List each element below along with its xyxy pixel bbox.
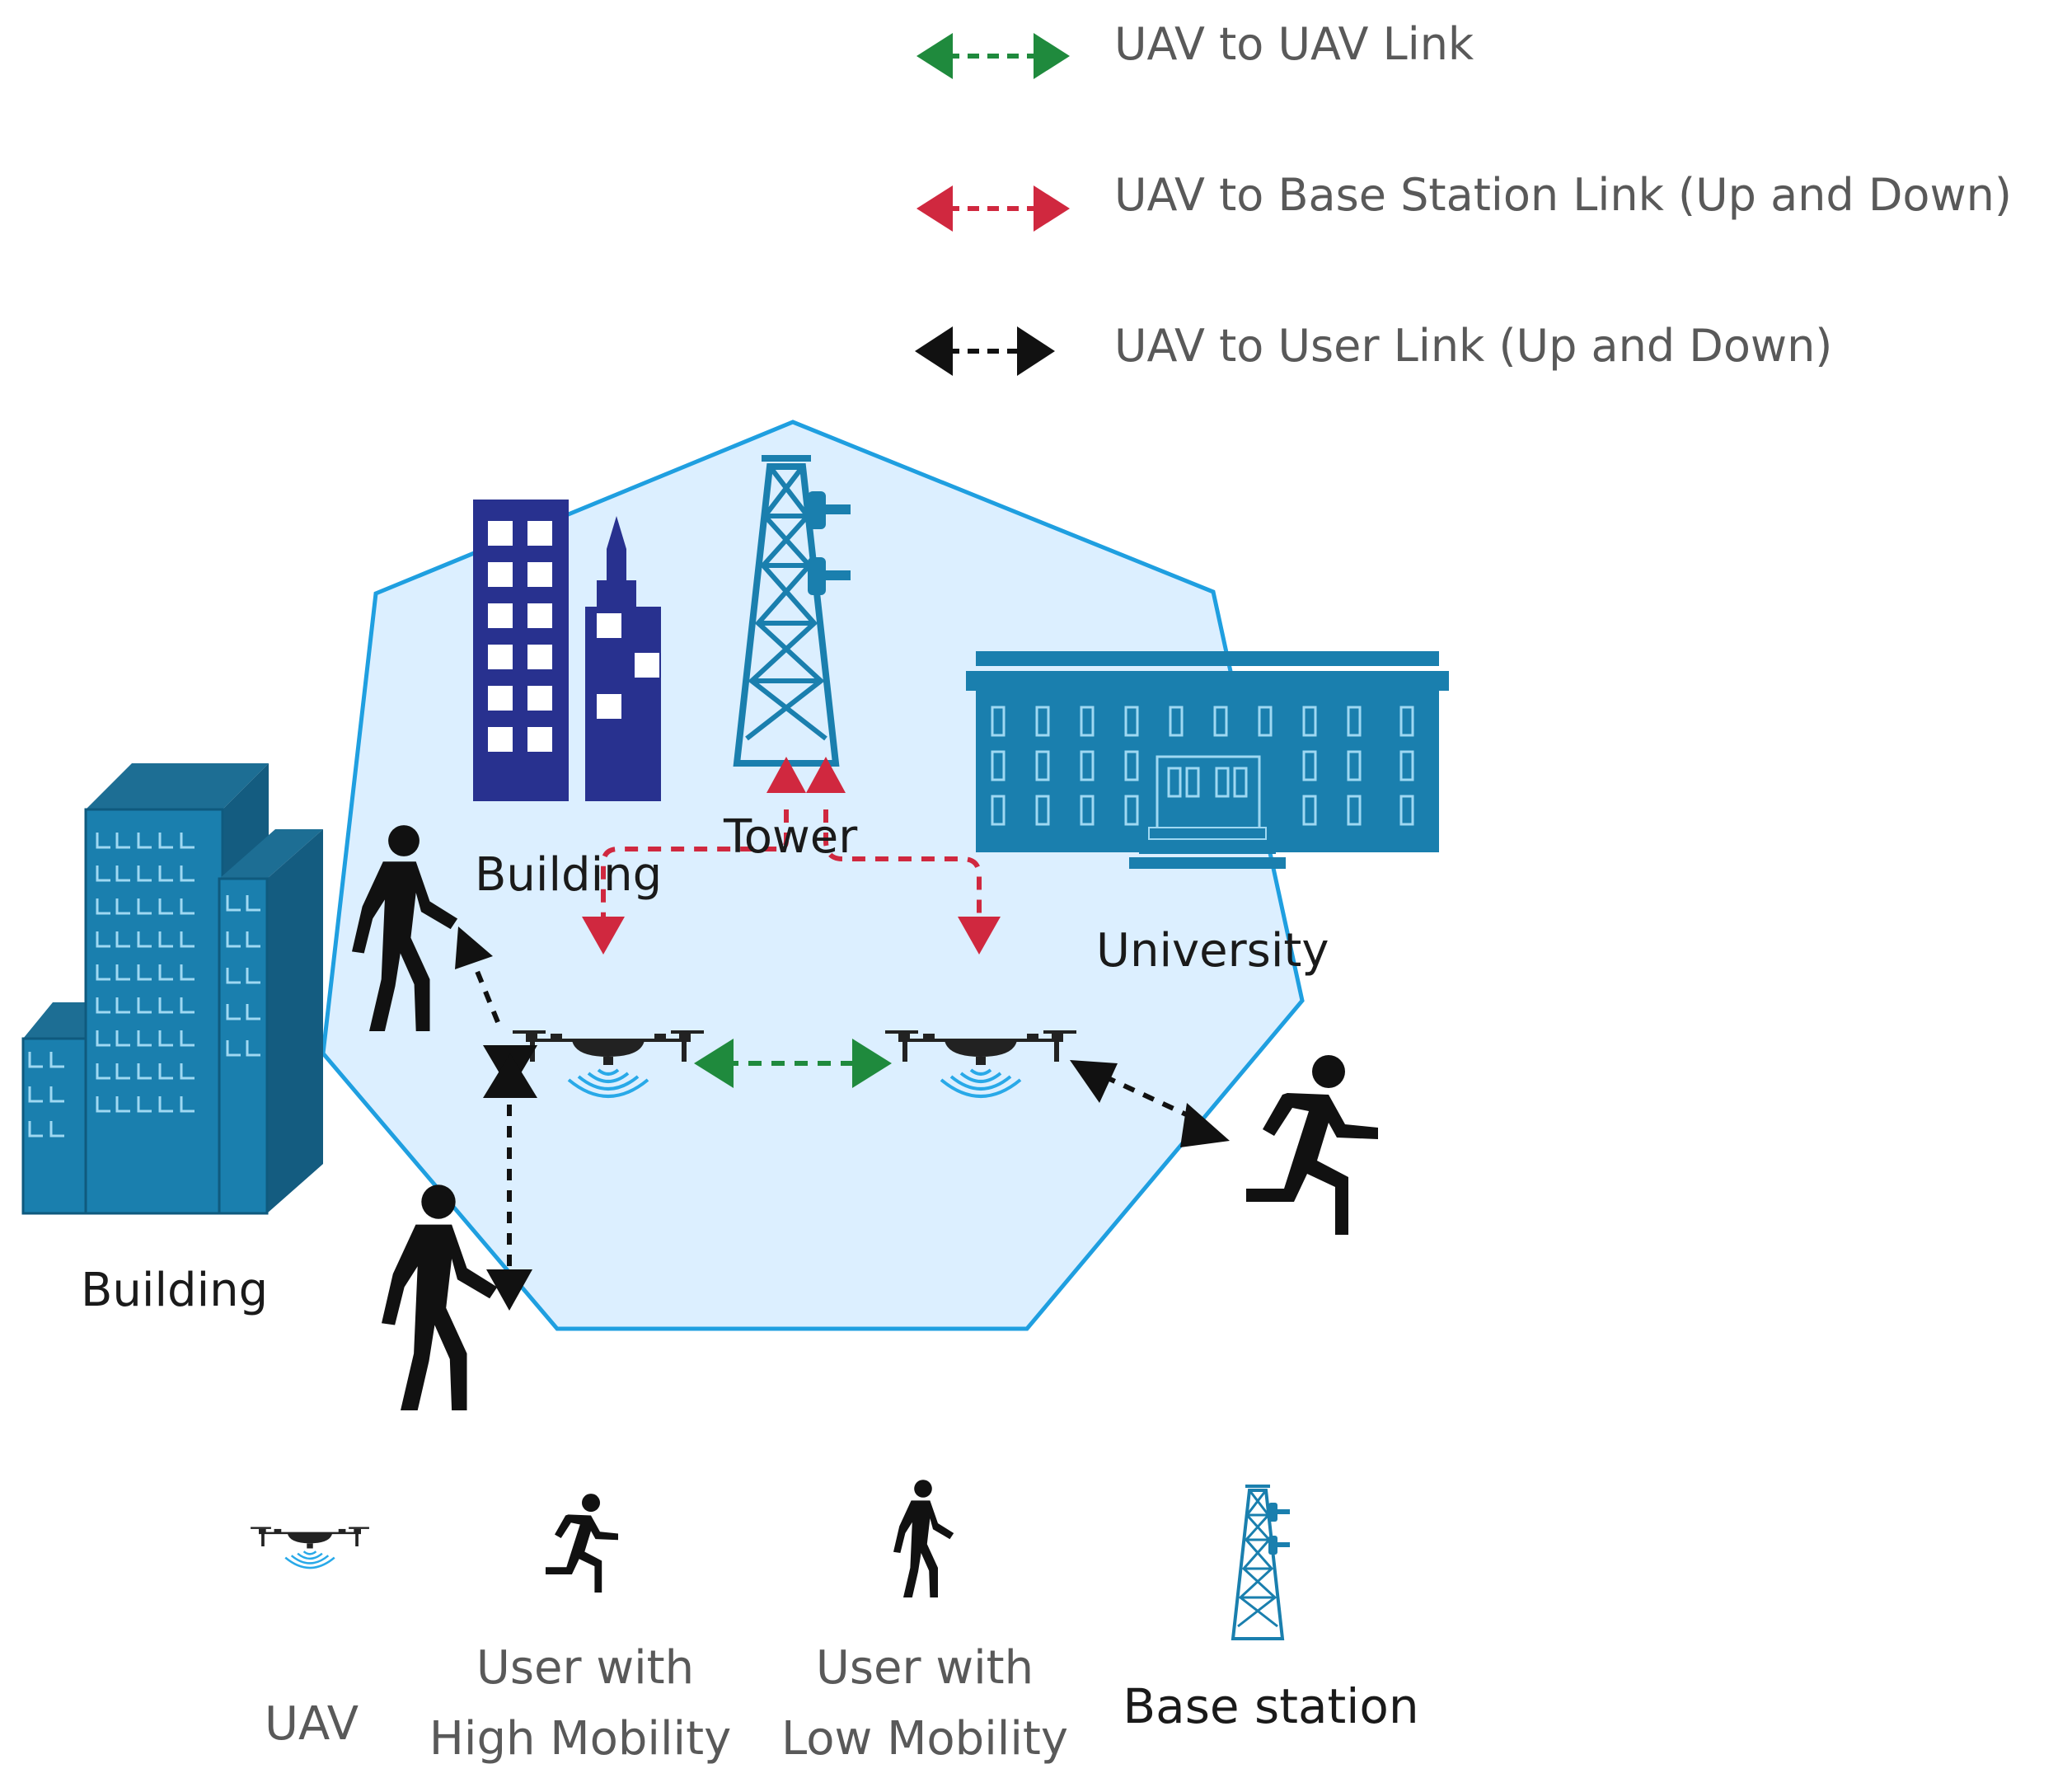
arrow-left-icon — [694, 1039, 734, 1088]
arrow-left-icon — [915, 326, 953, 376]
university-icon — [966, 651, 1449, 869]
legend-low-mobility-user: User with Low Mobility — [781, 1480, 1068, 1766]
building-left-icon — [21, 763, 323, 1215]
uav-base-station-links — [601, 809, 982, 922]
icon-legend: UAV User with High Mobility User with Lo… — [249, 1480, 1419, 1766]
legend-label: UAV to UAV Link — [1114, 18, 1474, 70]
arrow-right-icon — [852, 1039, 892, 1088]
arrow-up-icon — [806, 757, 846, 793]
uav-user-links — [471, 959, 1198, 1266]
arrow-down-icon — [958, 917, 1001, 955]
legend-uav: UAV — [249, 1526, 371, 1751]
low-mobility-user-icon — [893, 1480, 954, 1597]
arrow-right-icon — [1017, 326, 1055, 376]
arrow-down-icon — [486, 1269, 532, 1311]
legend-label: UAV — [265, 1697, 359, 1751]
high-mobility-user-icon — [546, 1494, 618, 1593]
arrow-up-icon — [483, 1053, 537, 1098]
uav-icon — [249, 1526, 371, 1569]
arrow-down-icon — [582, 917, 625, 955]
arrow-left-icon — [916, 33, 953, 79]
legend-label: UAV to User Link (Up and Down) — [1114, 320, 1832, 372]
building-center-label: Building — [475, 848, 662, 902]
legend-uav-base-station-link: UAV to Base Station Link (Up and Down) — [916, 169, 2012, 232]
arrow-up-icon — [766, 757, 806, 793]
legend-base-station: Base station — [1123, 1485, 1419, 1734]
legend-label: Base station — [1123, 1678, 1418, 1734]
link-legend: UAV to UAV Link UAV to Base Station Link… — [915, 18, 2012, 376]
legend-label: High Mobility — [429, 1712, 731, 1766]
tower-label: Tower — [723, 810, 858, 864]
legend-label: User with — [476, 1641, 694, 1695]
arrow-right-icon — [1034, 185, 1070, 232]
arrow-up-icon — [455, 926, 493, 969]
arrow-right-icon — [1180, 1103, 1230, 1147]
legend-label: UAV to Base Station Link (Up and Down) — [1114, 169, 2012, 221]
building-center-icon — [473, 500, 661, 801]
legend-uav-uav-link: UAV to UAV Link — [916, 18, 1474, 79]
arrow-left-icon — [1070, 1060, 1118, 1103]
university-label: University — [1096, 924, 1329, 978]
arrow-right-icon — [1034, 33, 1070, 79]
legend-label: User with — [816, 1641, 1034, 1695]
arrow-left-icon — [916, 185, 953, 232]
user-high-mobility-icon — [1246, 1055, 1378, 1235]
legend-uav-user-link: UAV to User Link (Up and Down) — [915, 320, 1832, 376]
building-left-label: Building — [81, 1264, 268, 1317]
base-station-icon — [1231, 1485, 1291, 1640]
legend-label: Low Mobility — [781, 1712, 1068, 1766]
legend-high-mobility-user: User with High Mobility — [429, 1494, 731, 1766]
